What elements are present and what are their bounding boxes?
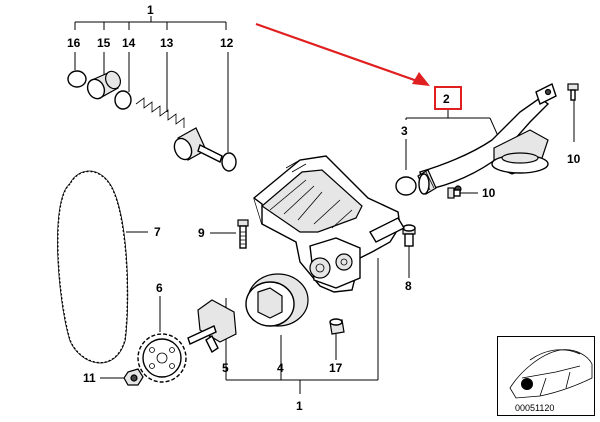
callout-4: 4 bbox=[277, 361, 284, 375]
part-3-o-ring bbox=[395, 176, 417, 196]
location-marker-icon bbox=[521, 378, 533, 390]
part-4-rotor bbox=[245, 273, 309, 327]
callout-3: 3 bbox=[401, 124, 408, 138]
callout-13: 13 bbox=[160, 36, 174, 50]
callout-7: 7 bbox=[154, 225, 161, 239]
part-10-screw-mid bbox=[447, 187, 461, 199]
part-12-piston bbox=[173, 127, 237, 172]
callout-10-right: 10 bbox=[567, 152, 581, 166]
part-2-oil-pickup-pipe bbox=[417, 83, 557, 195]
part-10-screw-right bbox=[567, 83, 579, 101]
diagram-reference-code: 00051120 bbox=[515, 403, 555, 413]
callout-10-mid: 10 bbox=[482, 186, 496, 200]
part-6-sprocket bbox=[137, 333, 187, 383]
callout-1-top: 1 bbox=[147, 3, 154, 17]
callout-16: 16 bbox=[67, 36, 81, 50]
callout-2: 2 bbox=[443, 92, 450, 106]
callout-5: 5 bbox=[222, 361, 229, 375]
vehicle-locator-car bbox=[509, 349, 593, 399]
callout-12: 12 bbox=[220, 36, 234, 50]
callout-14: 14 bbox=[122, 36, 136, 50]
part-8-bolt bbox=[402, 224, 416, 247]
part-7-chain bbox=[57, 170, 129, 364]
callout-15: 15 bbox=[97, 36, 111, 50]
highlight-arrow bbox=[255, 22, 430, 86]
callout-17: 17 bbox=[329, 361, 343, 375]
callout-labels: 1 16 15 14 13 12 2 3 10 10 7 9 8 6 11 5 … bbox=[67, 3, 581, 413]
part-11-nut bbox=[123, 368, 144, 386]
part-2-highlight-box bbox=[434, 86, 462, 110]
part-15-bushing bbox=[86, 70, 121, 100]
callout-11: 11 bbox=[83, 371, 96, 385]
part-9-bolt bbox=[237, 219, 249, 249]
part-5-shaft bbox=[187, 299, 237, 354]
callout-1-bottom: 1 bbox=[296, 399, 303, 413]
part-1-pump-housing bbox=[253, 155, 405, 293]
callout-8: 8 bbox=[405, 279, 412, 293]
callout-6: 6 bbox=[156, 281, 163, 295]
part-17-pin bbox=[329, 318, 345, 335]
callout-9: 9 bbox=[198, 226, 205, 240]
parts-artwork bbox=[57, 70, 579, 386]
vehicle-locator-inset bbox=[497, 336, 595, 416]
part-13-spring bbox=[135, 97, 185, 128]
